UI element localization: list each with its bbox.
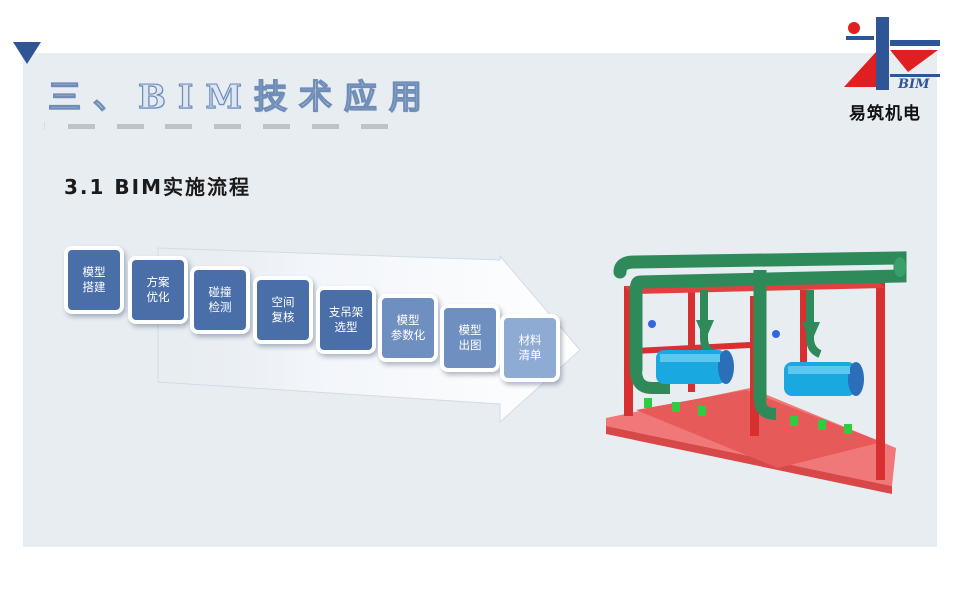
process-step-label: 碰撞 检测 [208,285,232,314]
company-logo: BIM [844,17,940,92]
frame-post [624,286,633,416]
frame-post [688,282,695,392]
corner-triangle-icon [13,42,41,64]
process-step-label: 支吊架 选型 [328,305,364,334]
pump-skid-illustration [606,251,907,494]
logo-pillar [876,17,889,90]
logo-text: 易筑机电 [849,104,921,124]
underline-tick [44,122,45,130]
underline-dash [214,124,241,129]
underline-dash [68,124,95,129]
underline-dash [263,124,290,129]
underline-dash [117,124,144,129]
underline-dash [165,124,192,129]
logo-right-wedge [890,50,938,72]
process-step-label: 材料 清单 [518,333,542,362]
section-title: 三、BIM技术应用 [47,76,434,116]
process-step: 碰撞 检测 [190,266,250,334]
logo-left-wedge [844,52,876,87]
process-step: 模型 参数化 [378,294,438,362]
process-step: 方案 优化 [128,256,188,324]
process-step-label: 空间 复核 [271,295,295,324]
title-underline [44,122,394,130]
process-flow: 模型 搭建 方案 优化 碰撞 检测 空间 复核 支吊架 选型 模型 参数化 模型… [58,232,588,432]
process-step: 空间 复核 [253,276,313,344]
underline-dash [312,124,339,129]
frame-post [800,290,807,390]
process-step-label: 方案 优化 [146,275,170,304]
frame-post [876,280,885,480]
logo-dot-icon [848,22,860,34]
process-step: 支吊架 选型 [316,286,376,354]
process-step: 模型 出图 [440,304,500,372]
process-step-label: 模型 搭建 [82,265,106,294]
process-step: 材料 清单 [500,314,560,382]
process-step: 模型 搭建 [64,246,124,314]
process-step-label: 模型 参数化 [390,313,426,342]
logo-bar [846,36,874,40]
logo-crossbar [890,40,940,46]
underline-dash [361,124,388,129]
process-step-label: 模型 出图 [458,323,482,352]
logo-mark-text: BIM [897,77,930,92]
subtitle: 3.1 BIM实施流程 [64,175,251,199]
